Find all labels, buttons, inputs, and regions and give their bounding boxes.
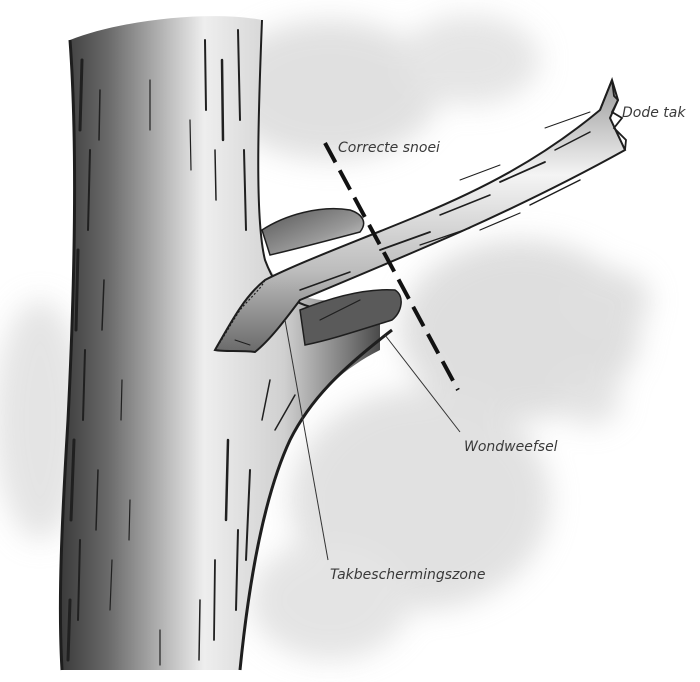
protection-zone-label: Takbeschermingszone	[330, 567, 485, 583]
dead-branch-label: Dode tak	[622, 105, 686, 121]
wound-tissue-label: Wondweefsel	[464, 439, 558, 455]
correct-cut-label: Correcte snoei	[338, 140, 440, 156]
